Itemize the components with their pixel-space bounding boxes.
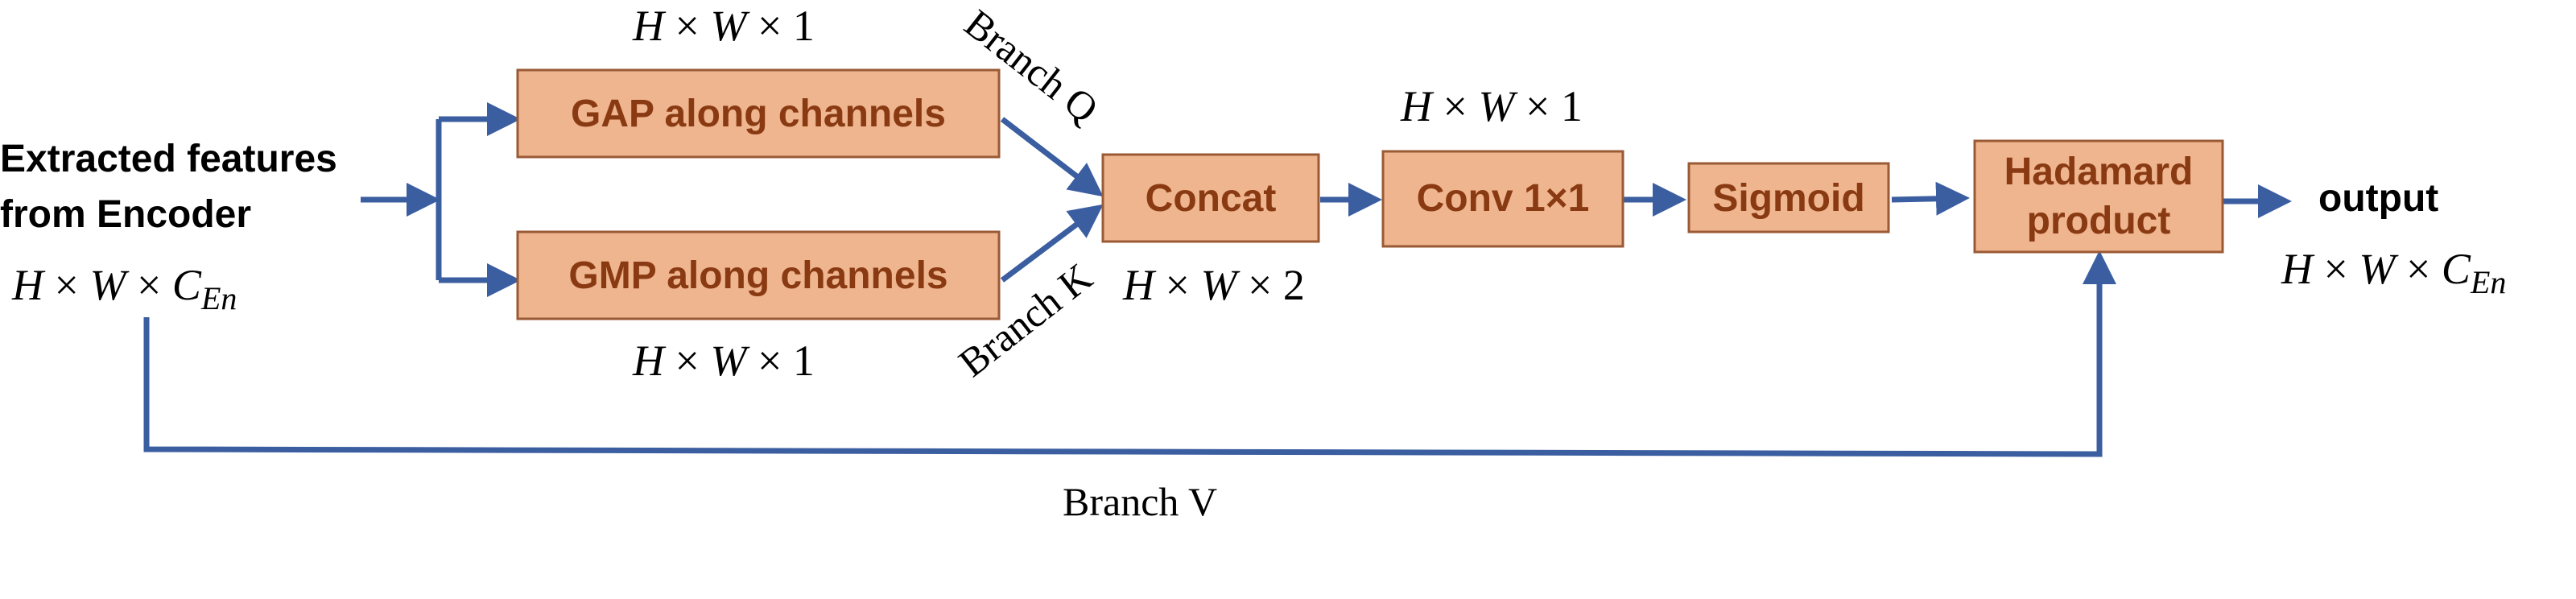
gmp-block: GMP along channels [516, 230, 1001, 320]
branch-k-arrow [1000, 204, 1104, 283]
input-label-line2: from Encoder [0, 193, 251, 236]
output-label: output [2318, 177, 2438, 220]
concat-dim-label: H × W × 2 [1122, 261, 1305, 309]
hadamard-label-line1: Hadamard [2004, 151, 2194, 193]
output-dim-label: H × W × CEn [2281, 245, 2506, 300]
hadamard-label-line2: product [2027, 200, 2171, 242]
sigmoid-label: Sigmoid [1712, 177, 1864, 220]
conv-label: Conv 1×1 [1417, 177, 1590, 220]
gap-dim-label: H × W × 1 [632, 2, 815, 50]
sigmoid-to-hadamard-arrow [1891, 181, 1970, 216]
gmp-dim-label: H × W × 1 [632, 337, 815, 385]
branch-q-arrow [1000, 117, 1104, 197]
branch-v-label: Branch V [1063, 479, 1217, 524]
gmp-label: GMP along channels [568, 254, 947, 297]
conv-block: Conv 1×1 [1381, 150, 1624, 248]
input-dim-label: H × W × CEn [11, 261, 237, 316]
conv-dim-label: H × W × 1 [1400, 82, 1583, 130]
input-label-line1: Extracted features [0, 138, 337, 180]
concat-label: Concat [1146, 177, 1277, 220]
gap-label: GAP along channels [571, 93, 946, 135]
connectors [143, 102, 2292, 457]
hadamard-block: Hadamard product [1973, 139, 2224, 254]
branch-v-path [143, 250, 2116, 457]
gap-block: GAP along channels [516, 68, 1001, 159]
sigmoid-block: Sigmoid [1687, 162, 1890, 233]
concat-block: Concat [1101, 153, 1320, 243]
